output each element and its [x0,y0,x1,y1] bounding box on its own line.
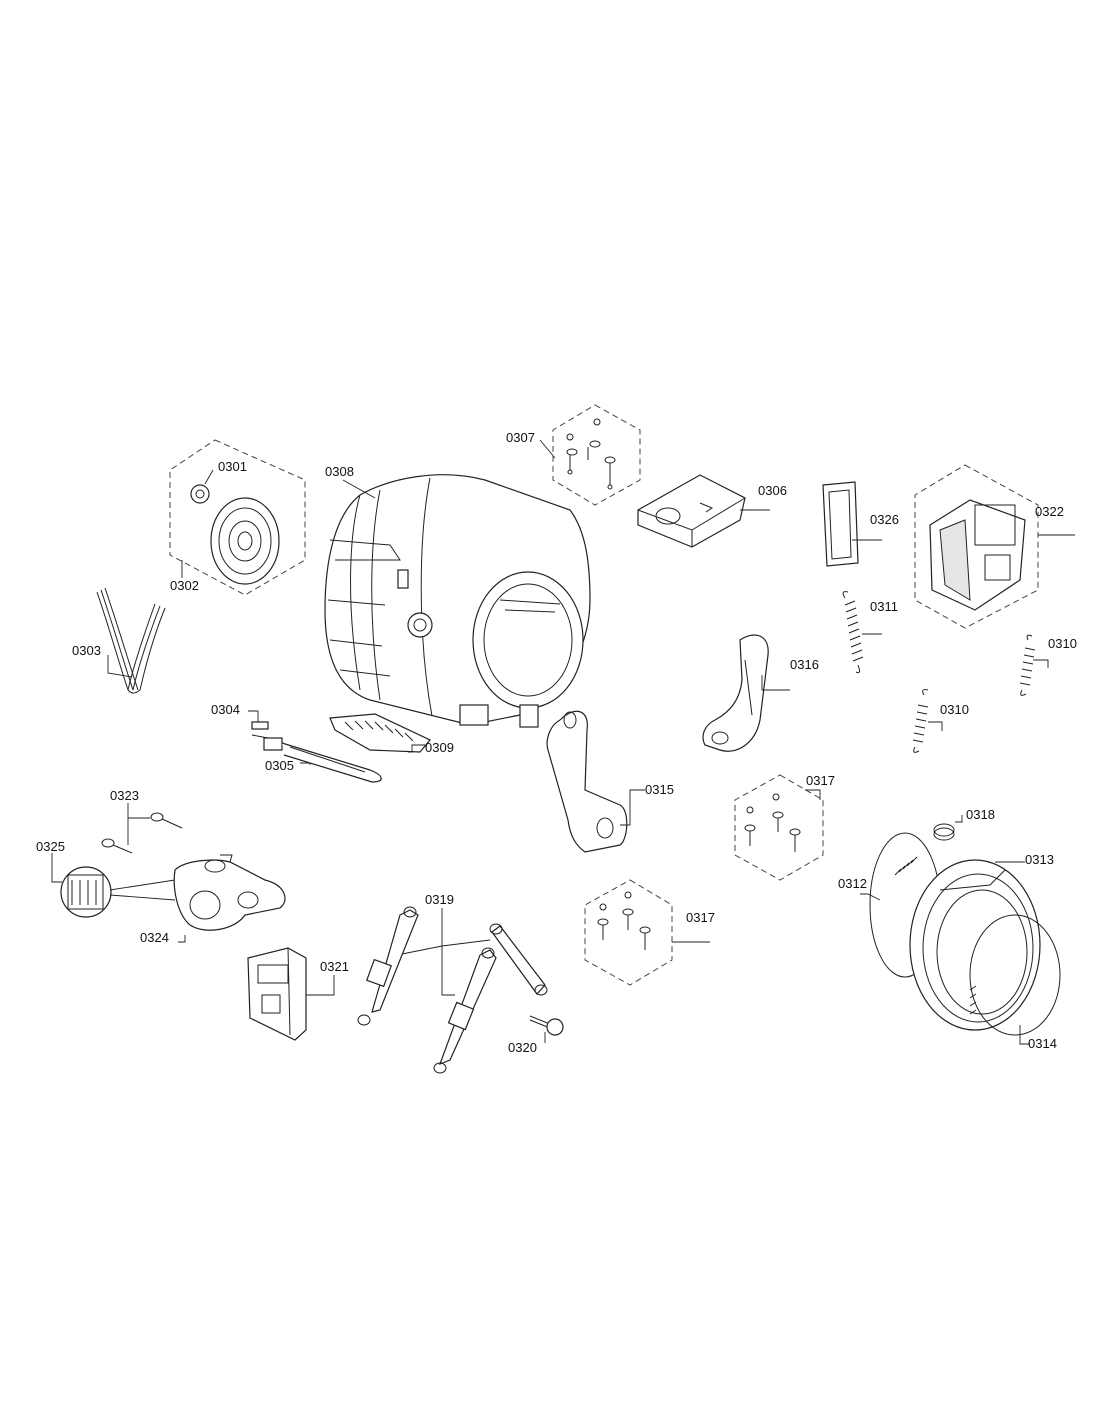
door-seal-group [860,832,1061,1045]
clamp-0318 [933,815,963,841]
label-0315: 0315 [645,782,674,797]
label-0308: 0308 [325,464,354,479]
label-0317-a: 0317 [806,773,835,788]
bracket-0316 [702,634,790,752]
label-0302: 0302 [170,578,199,593]
fixing-kit-0307 [539,404,641,506]
screws-0323 [101,803,183,854]
gasket-plate-0326 [822,481,882,567]
label-0323: 0323 [110,788,139,803]
label-0310-a: 0310 [1048,636,1077,651]
label-0322: 0322 [1035,504,1064,519]
spring-0310a [1019,634,1049,696]
baffle-0309 [329,713,431,753]
filter-0325 [51,853,176,918]
label-0316: 0316 [790,657,819,672]
label-0310-b: 0310 [940,702,969,717]
label-0320: 0320 [508,1040,537,1055]
label-0309: 0309 [425,740,454,755]
label-0311: 0311 [870,599,898,614]
label-0318: 0318 [966,807,995,822]
drive-belt [96,587,166,694]
fixing-kit-0317a [734,774,824,881]
bracket-0315 [546,710,645,853]
screw-0320 [529,1015,564,1043]
control-module-0322 [914,464,1075,629]
label-0326: 0326 [870,512,899,527]
label-0321: 0321 [320,959,349,974]
fixing-kit-0317b [584,879,710,986]
sensor-0304 [248,710,269,739]
label-0307: 0307 [506,430,535,445]
outer-tub [324,474,591,728]
label-0313: 0313 [1025,852,1054,867]
label-0304: 0304 [211,702,240,717]
module-0321 [247,947,335,1041]
shock-absorbers-0319 [357,906,548,1074]
label-0319: 0319 [425,892,454,907]
label-0301: 0301 [218,459,247,474]
label-0325: 0325 [36,839,65,854]
label-0303: 0303 [72,643,101,658]
pump-0324 [173,854,286,943]
label-0314: 0314 [1028,1036,1057,1051]
counterweight-0306 [637,474,770,548]
label-0306: 0306 [758,483,787,498]
label-0317-b: 0317 [686,910,715,925]
label-0312: 0312 [838,876,867,891]
heater-0305 [263,737,382,783]
spring-0310b [912,689,943,753]
label-0324: 0324 [140,930,169,945]
pulley-group [169,439,306,596]
label-0305: 0305 [265,758,294,773]
spring-0311 [842,591,882,674]
